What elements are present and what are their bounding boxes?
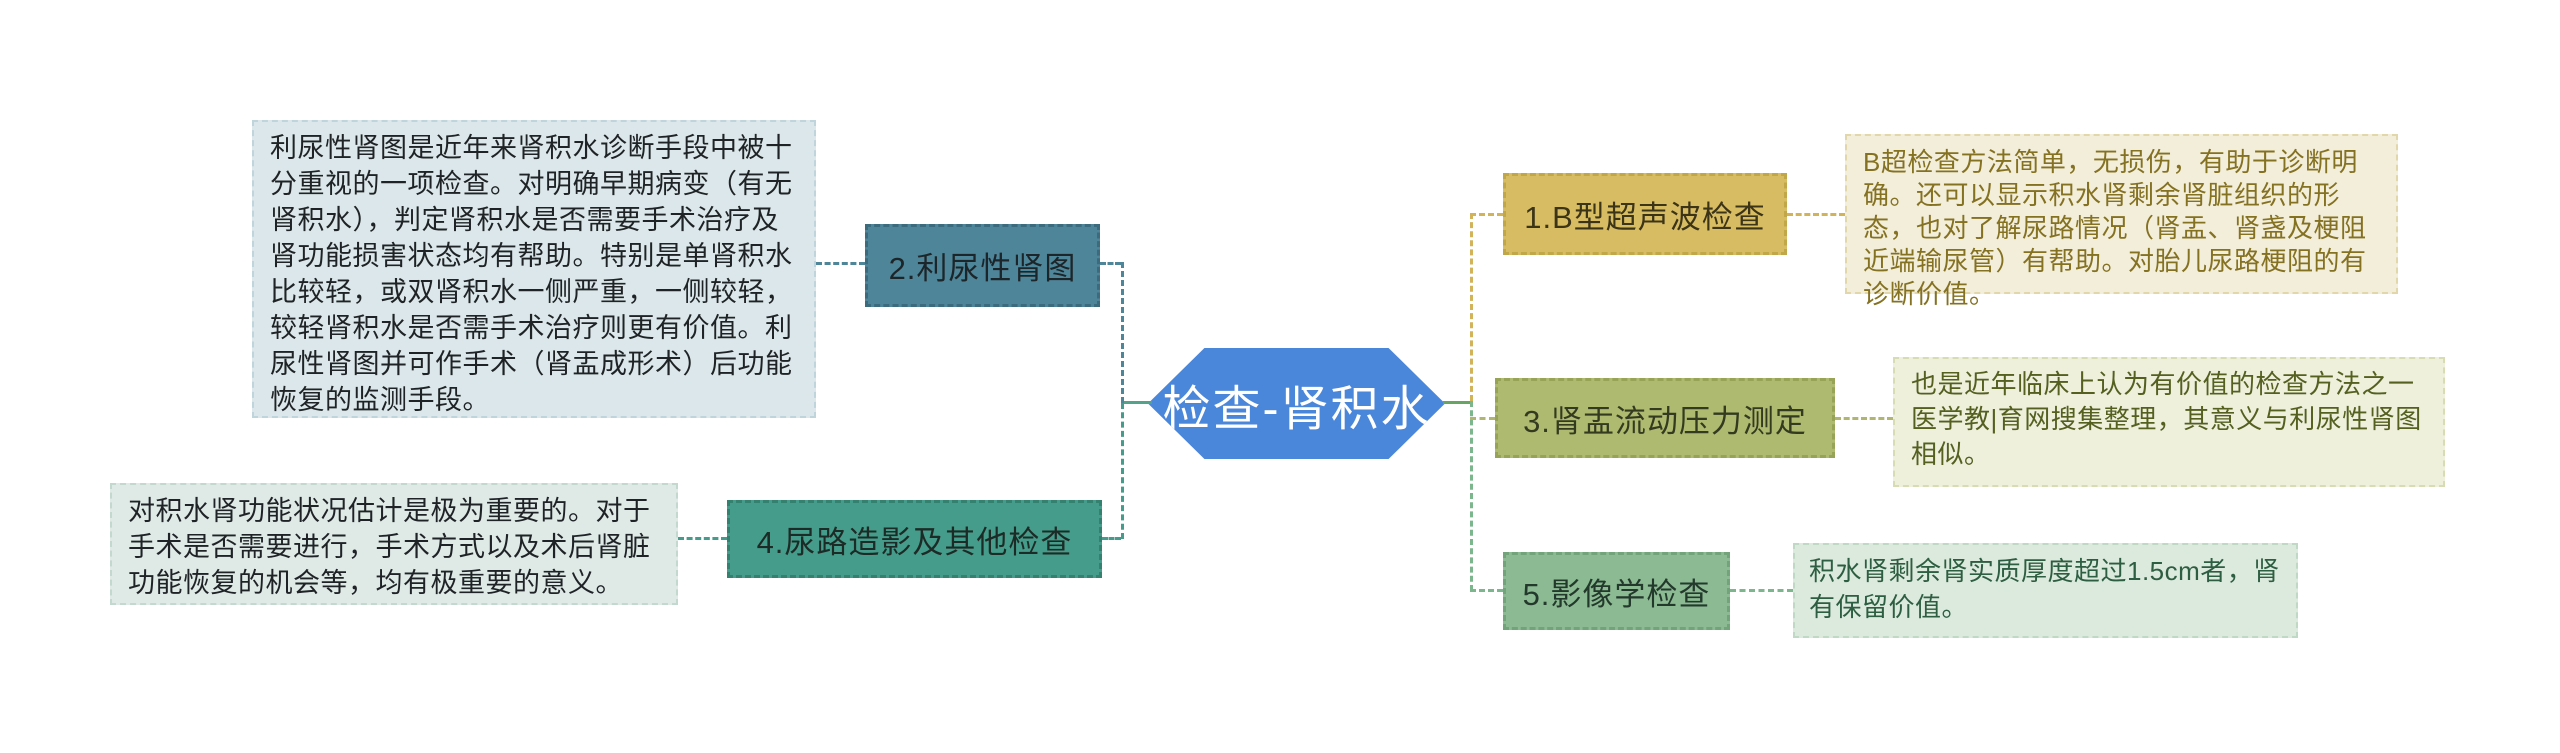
note-diuretic-renogram[interactable]: 利尿性肾图是近年来肾积水诊断手段中被十分重视的一项检查。对明确早期病变（有无肾积… [252,120,816,418]
connector-right-vertical-upper [1470,213,1473,401]
node-diuretic-renogram[interactable]: 2.利尿性肾图 [865,224,1100,307]
note-urography[interactable]: 对积水肾功能状况估计是极为重要的。对于手术是否需要进行，手术方式以及术后肾脏功能… [110,483,678,605]
node-urography[interactable]: 4.尿路造影及其他检查 [727,500,1102,578]
connector-left-vertical-upper [1121,262,1124,403]
connector-node4-to-spine [1102,537,1121,540]
note-pelvic-pressure[interactable]: 也是近年临床上认为有价值的检查方法之一医学教|育网搜集整理，其意义与利尿性肾图相… [1893,357,2445,487]
connector-right-solid-stub [1443,401,1470,404]
central-topic-node[interactable]: 检查-肾积水 [1148,348,1445,459]
connector-left-solid-stub [1121,401,1152,404]
connector-right-vertical-lower [1470,401,1473,591]
connector-node5-to-note5 [1730,589,1793,592]
connector-spine-to-node1 [1470,213,1503,216]
node-pelvic-pressure[interactable]: 3.肾盂流动压力测定 [1495,378,1835,458]
note-b-ultrasound[interactable]: B超检查方法简单，无损伤，有助于诊断明确。还可以显示积水肾剩余肾脏组织的形态，也… [1845,134,2398,309]
connector-note4-to-node4 [678,537,727,540]
connector-node2-to-spine [1100,262,1121,265]
connector-note2-to-node2 [816,262,865,265]
connector-spine-to-node3 [1470,417,1495,420]
node-imaging[interactable]: 5.影像学检查 [1503,552,1730,630]
connector-left-vertical-lower [1121,403,1124,539]
note-imaging[interactable]: 积水肾剩余肾实质厚度超过1.5cm者，肾有保留价值。 [1793,543,2298,638]
node-b-ultrasound[interactable]: 1.B型超声波检查 [1503,173,1787,255]
connector-node1-to-note1 [1787,213,1845,216]
connector-spine-to-node5 [1470,589,1503,592]
connector-node3-to-note3 [1835,417,1893,420]
